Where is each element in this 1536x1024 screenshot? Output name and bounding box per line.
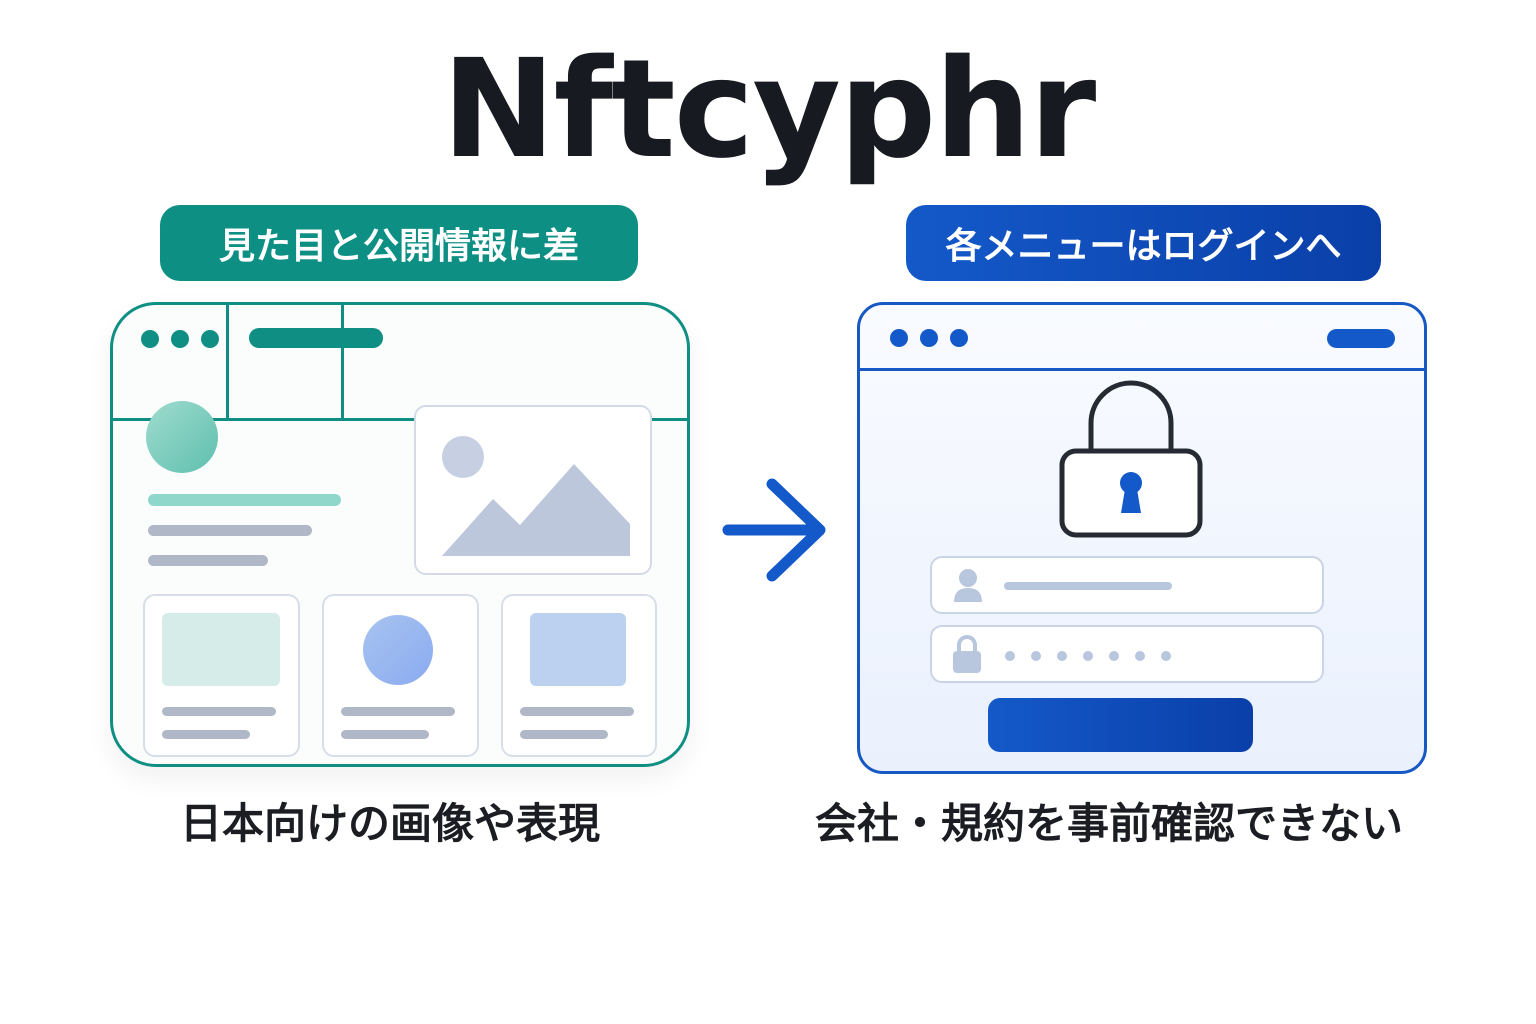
content-card	[143, 594, 300, 757]
header-line	[860, 368, 1424, 371]
address-bar	[249, 328, 383, 348]
content-card	[322, 594, 479, 757]
input-placeholder-line	[1004, 582, 1172, 590]
arrow-right-icon	[722, 478, 826, 582]
text-line	[520, 730, 608, 739]
text-line	[148, 525, 312, 536]
avatar	[146, 401, 218, 473]
window-dot	[171, 330, 189, 348]
window-dot	[141, 330, 159, 348]
window-dot	[920, 329, 938, 347]
password-dots	[1005, 651, 1171, 661]
window-dot	[950, 329, 968, 347]
card-avatar	[363, 615, 433, 685]
header-pill	[1327, 329, 1395, 348]
user-icon	[954, 569, 982, 602]
login-button[interactable]	[988, 698, 1253, 752]
header-divider	[341, 305, 344, 420]
left-caption: 日本向けの画像や表現	[180, 799, 601, 848]
header-line	[113, 418, 687, 421]
text-line	[162, 707, 276, 716]
image-placeholder	[414, 405, 652, 575]
left-badge: 見た目と公開情報に差	[160, 205, 638, 281]
card-thumbnail	[162, 613, 280, 686]
password-field[interactable]	[930, 625, 1324, 683]
lock-icon	[953, 635, 981, 673]
text-line	[148, 494, 341, 506]
image-placeholder-icon	[442, 436, 630, 556]
right-caption: 会社・規約を事前確認できない	[815, 799, 1404, 848]
left-browser-window	[110, 302, 690, 767]
text-line	[520, 707, 634, 716]
header-divider	[226, 305, 229, 420]
card-thumbnail	[530, 613, 626, 686]
padlock-icon	[1059, 380, 1203, 538]
text-line	[162, 730, 250, 739]
right-badge: 各メニューはログインへ	[906, 205, 1381, 281]
username-field[interactable]	[930, 556, 1324, 614]
content-card	[501, 594, 657, 757]
text-line	[341, 730, 429, 739]
right-browser-window	[857, 302, 1427, 774]
text-line	[148, 555, 268, 566]
window-dot	[890, 329, 908, 347]
window-dot	[201, 330, 219, 348]
text-line	[341, 707, 455, 716]
page-title: Nftcyphr	[441, 31, 1097, 189]
